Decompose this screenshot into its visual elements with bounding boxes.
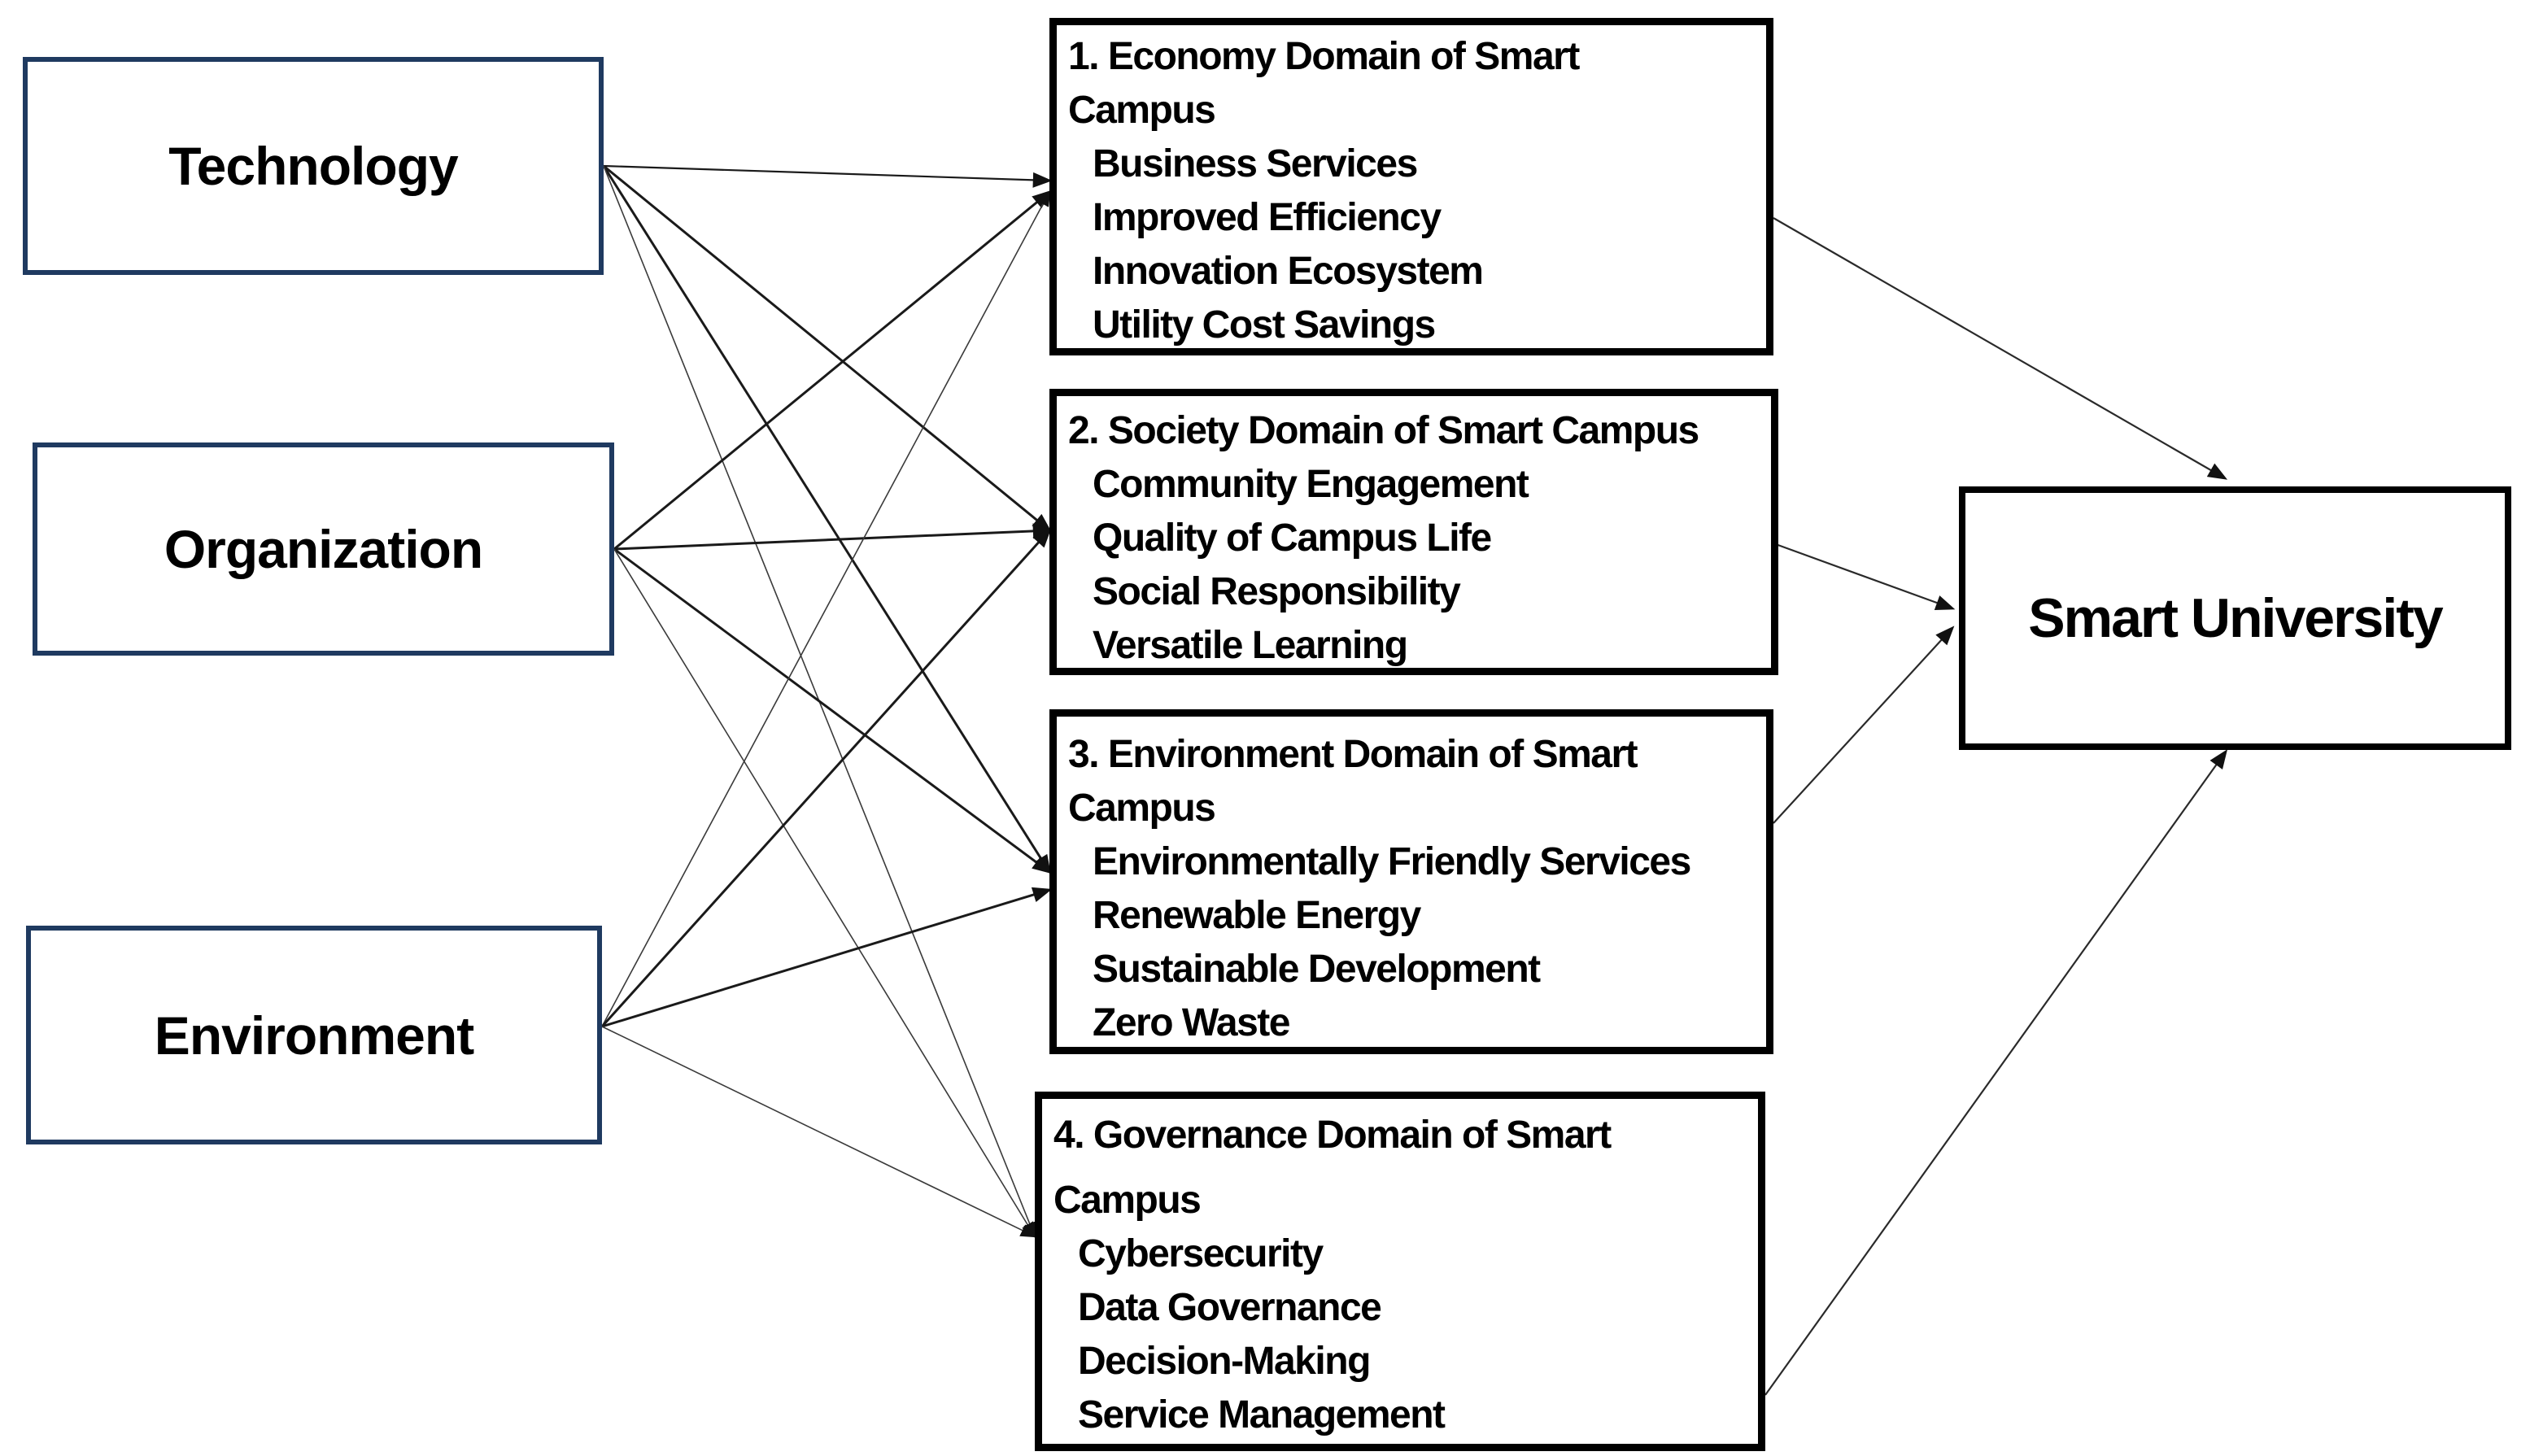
arrow-organization-governance [613,548,1036,1239]
domain-title: Campus [1068,787,1216,830]
domain-box-economy: 1. Economy Domain of Smart Campus Busine… [1049,18,1773,355]
domain-item: Community Engagement [1093,463,1529,506]
domain-item: Sustainable Development [1093,948,1541,991]
domain-title: Campus [1053,1179,1202,1222]
domain-item: Cybersecurity [1078,1232,1324,1275]
arrow-society-smart-university [1773,542,1956,611]
domain-title: 4. Governance Domain of Smart [1053,1114,1612,1157]
factor-label-technology: Technology [168,136,458,196]
domain-item: Social Responsibility [1093,570,1461,613]
domain-item: Service Management [1078,1393,1446,1436]
arrow-organization-society [613,523,1053,551]
arrow-environment-smart-university [1773,626,1955,824]
arrow-technology-economy [603,164,1053,188]
domain-item: Quality of Campus Life [1093,517,1492,560]
factor-box-organization: Organization [33,442,614,656]
domain-box-society: 2. Society Domain of Smart Campus Commun… [1049,389,1778,675]
arrow-governance-smart-university [1764,749,2228,1396]
outcome-label: Smart University [2028,587,2443,649]
domain-item: Decision-Making [1078,1340,1371,1383]
arrow-environment-society [600,528,1052,1028]
factor-label-organization: Organization [164,519,483,579]
factor-box-environment: Environment [26,926,602,1144]
factor-label-environment: Environment [154,1005,474,1066]
arrow-technology-society [603,164,1052,533]
factor-box-technology: Technology [23,57,604,275]
arrow-organization-environment [613,547,1052,874]
arrow-environment-economy [601,190,1051,1027]
domain-item: Utility Cost Savings [1093,303,1436,347]
domain-box-governance: 4. Governance Domain of Smart Campus Cyb… [1035,1092,1765,1451]
domain-title: 3. Environment Domain of Smart [1068,733,1638,776]
arrow-technology-environment [602,165,1051,875]
domain-item: Renewable Energy [1093,894,1421,937]
arrow-environment-environment [601,887,1053,1028]
domain-box-environment: 3. Environment Domain of Smart Campus En… [1049,709,1773,1054]
domain-title: 2. Society Domain of Smart Campus [1068,409,1699,452]
domain-item: Innovation Ecosystem [1093,250,1484,293]
domain-title: Campus [1068,89,1216,132]
domain-title: 1. Economy Domain of Smart [1068,35,1580,78]
domain-item: Business Services [1093,142,1418,185]
domain-item: Versatile Learning [1093,624,1408,667]
domain-item: Data Governance [1078,1286,1382,1329]
arrow-organization-economy [613,190,1052,551]
outcome-box-smart-university: Smart University [1959,486,2511,750]
domain-item: Zero Waste [1093,1001,1290,1044]
arrow-environment-governance [601,1026,1037,1238]
domain-item: Improved Efficiency [1093,196,1442,239]
arrow-economy-smart-university [1773,217,2228,480]
domain-item: Environmentally Friendly Services [1093,840,1691,883]
